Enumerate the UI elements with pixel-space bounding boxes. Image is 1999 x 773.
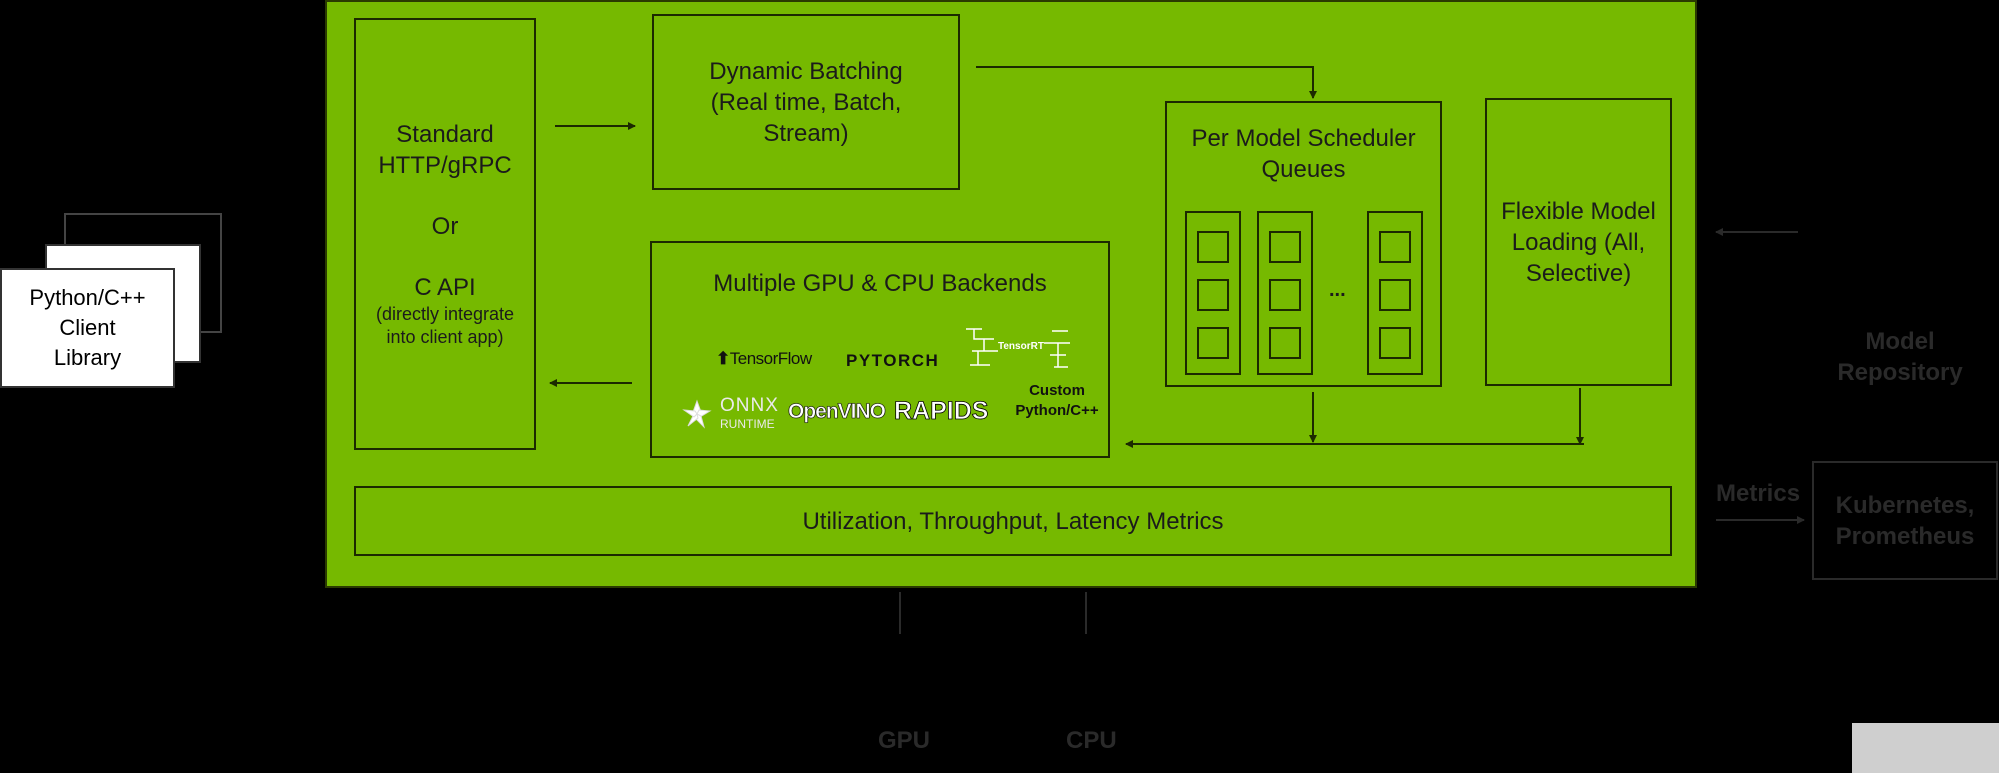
- tensorrt-icon: [966, 328, 1070, 368]
- scheduler-line2: Queues: [1261, 156, 1346, 183]
- backends-title: Multiple GPU & CPU Backends: [713, 270, 1047, 297]
- queue-column: [1257, 211, 1313, 375]
- tensorflow-logo: ⬆TensorFlow: [716, 349, 812, 368]
- dynamic-batching-box: Dynamic Batching (Real time, Batch, Stre…: [652, 14, 960, 190]
- backends-box: Multiple GPU & CPU Backends ⬆TensorFlow …: [650, 241, 1110, 458]
- client-library-label: Python/C++ Client Library: [29, 285, 146, 370]
- server-panel: [325, 0, 1697, 588]
- queue-slot: [1269, 327, 1301, 359]
- queue-slot: [1379, 279, 1411, 311]
- queue-slot: [1269, 231, 1301, 263]
- pytorch-logo: PYTORCH: [846, 351, 940, 370]
- batching-line2: (Real time, Batch,: [710, 88, 902, 116]
- loading-line3: Selective): [1525, 259, 1632, 287]
- api-line2: HTTP/gRPC: [378, 152, 512, 179]
- cpu-label: CPU: [1066, 727, 1117, 754]
- gpu-label: GPU: [878, 727, 931, 754]
- loading-line1: Flexible Model: [1501, 197, 1656, 225]
- rapids-logo: RAPIDS: [894, 397, 989, 426]
- queue-column: [1367, 211, 1423, 375]
- queue-slot: [1269, 279, 1301, 311]
- queue-slot: [1379, 327, 1411, 359]
- custom-backend-logo: Custom Python/C++: [1015, 382, 1099, 419]
- onnx-runtime-logo: ONNX RUNTIME: [682, 395, 782, 435]
- queue-slot: [1379, 231, 1411, 263]
- queue-slot: [1197, 231, 1229, 263]
- openvino-logo: OpenVINO: [788, 400, 887, 424]
- client-library-card: Python/C++ Client Library: [0, 268, 175, 388]
- batching-line3: Stream): [763, 119, 849, 147]
- queue-slot: [1197, 279, 1229, 311]
- tensorflow-icon: ⬆: [716, 349, 730, 368]
- api-capi: C API: [414, 274, 476, 301]
- kubernetes-prometheus-box: Kubernetes, Prometheus: [1812, 461, 1998, 580]
- scheduler-box: Per Model Scheduler Queues ...: [1165, 101, 1442, 387]
- api-note1: (directly integrate: [375, 304, 515, 324]
- api-note2: into client app): [386, 327, 504, 347]
- batching-line1: Dynamic Batching: [709, 57, 903, 85]
- queue-column: [1185, 211, 1241, 375]
- corner-panel: [1852, 723, 1999, 773]
- metrics-bar: Utilization, Throughput, Latency Metrics: [354, 486, 1672, 556]
- queue-ellipsis: ...: [1329, 279, 1346, 301]
- api-line1: Standard: [396, 121, 494, 148]
- api-or: Or: [431, 213, 459, 240]
- metrics-label: Metrics: [1716, 480, 1801, 507]
- metrics-bar-label: Utilization, Throughput, Latency Metrics: [802, 507, 1224, 535]
- onnx-icon: [682, 399, 712, 429]
- api-box: Standard HTTP/gRPC Or C API (directly in…: [354, 18, 536, 450]
- loading-line2: Loading (All,: [1511, 228, 1646, 256]
- queue-slot: [1197, 327, 1229, 359]
- tensorrt-logo: TensorRT: [964, 325, 1074, 373]
- model-loading-box: Flexible Model Loading (All, Selective): [1485, 98, 1672, 386]
- model-repository-label: Model Repository: [1837, 328, 1963, 386]
- scheduler-line1: Per Model Scheduler: [1191, 125, 1416, 152]
